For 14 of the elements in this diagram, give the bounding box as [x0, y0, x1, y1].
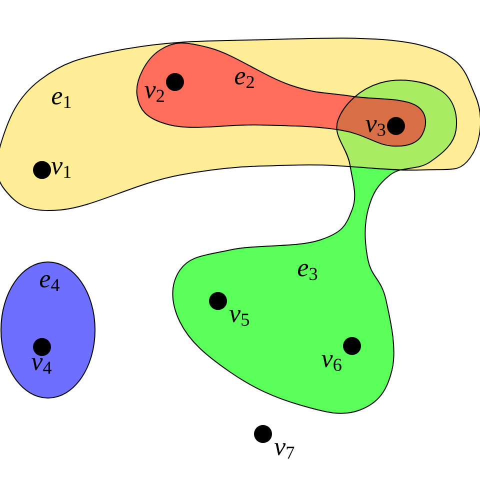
vertex-dot — [387, 117, 405, 135]
vertex-label: v$_{3}$ — [366, 120, 386, 136]
vertex-label: v$_{1}$ — [51, 162, 71, 178]
vertex-dot — [209, 292, 227, 310]
vertex-label: v$_{6}$ — [322, 355, 342, 371]
vertex-dot — [254, 425, 272, 443]
vertex-dot — [343, 337, 361, 355]
vertex-label: v$_{7}$ — [274, 443, 294, 459]
vertex-dot — [166, 73, 184, 91]
vertex-label: v$_{4}$ — [32, 358, 52, 374]
vertex-dot — [33, 161, 51, 179]
vertex-label: v$_{5}$ — [229, 310, 249, 326]
vertex-label: v$_{2}$ — [144, 86, 164, 102]
vertex-dot — [33, 338, 51, 356]
